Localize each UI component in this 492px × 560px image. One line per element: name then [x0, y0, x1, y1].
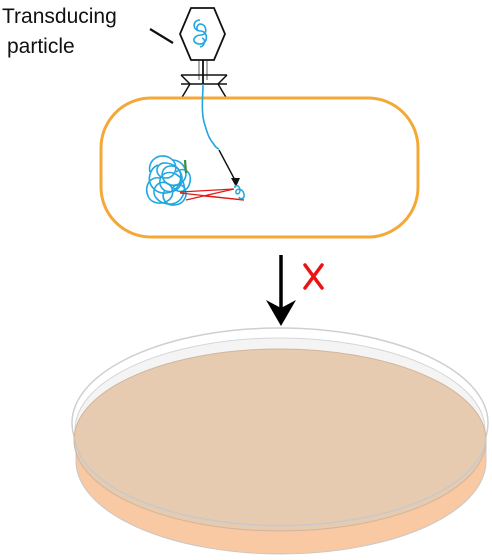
petri-dish-icon	[71, 327, 489, 555]
injected-phage-dna	[201, 83, 220, 150]
recombination-line	[179, 188, 235, 193]
label-pointer-line	[149, 28, 174, 44]
entry-arrow-line	[218, 149, 237, 183]
bacterial-cell-icon	[99, 96, 420, 239]
transducing-particle-label: Transducing particle	[2, 2, 162, 62]
label-line-1: Transducing	[2, 5, 117, 28]
transduced-dna-fragment	[234, 184, 245, 200]
chromosome-marker	[183, 159, 188, 174]
red-x-icon	[303, 263, 324, 290]
recombination-line	[185, 188, 235, 201]
process-arrowhead	[266, 300, 296, 326]
label-line-2: particle	[7, 35, 75, 58]
host-chromosome-icon	[145, 155, 192, 206]
bacteriophage-icon	[179, 7, 228, 100]
plate-agar-surface	[73, 348, 487, 532]
recombination-line	[203, 195, 245, 201]
phage-tail-fiber-right	[217, 74, 228, 100]
phage-tail-fiber-left	[180, 74, 191, 100]
phage-packaged-dna	[193, 19, 208, 48]
plate-lid-rim	[74, 439, 487, 527]
entry-arrowhead	[231, 178, 240, 187]
